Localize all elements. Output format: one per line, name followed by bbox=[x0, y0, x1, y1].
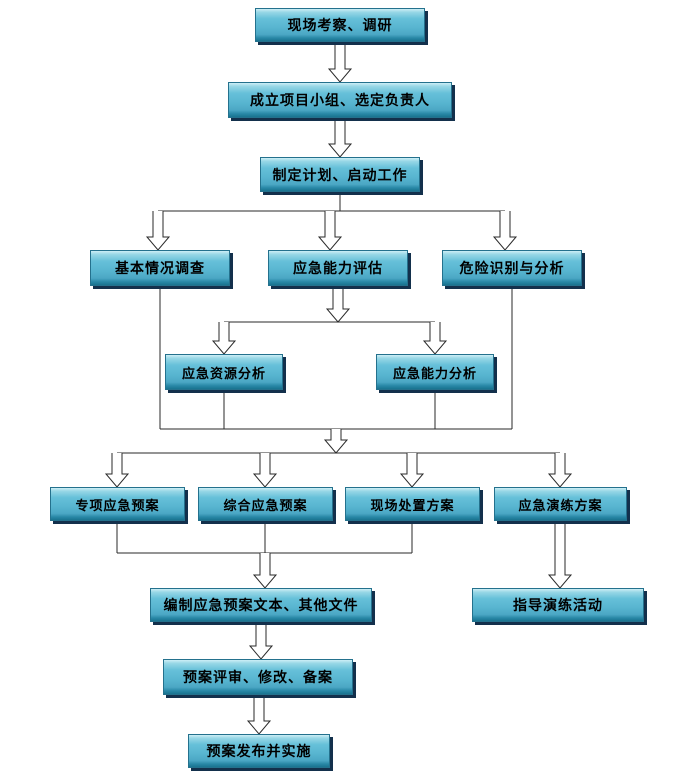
arrow-branch-to-hazard bbox=[492, 211, 518, 251]
node-plan: 制定计划、启动工作 bbox=[260, 157, 420, 192]
node-resource-analysis: 应急资源分析 bbox=[165, 354, 283, 390]
node-drill-plan: 应急演练方案 bbox=[494, 487, 627, 521]
arrow-branch-to-basic bbox=[145, 211, 171, 251]
node-team: 成立项目小组、选定负责人 bbox=[228, 82, 452, 118]
arrow-to-comprehensive bbox=[252, 453, 278, 488]
arrow-merge-to-compile bbox=[252, 553, 278, 589]
node-basic-survey: 基本情况调查 bbox=[90, 250, 230, 286]
arrow-to-special bbox=[104, 453, 130, 488]
arrow-to-drill bbox=[547, 453, 573, 488]
node-capability-eval: 应急能力评估 bbox=[268, 250, 408, 286]
node-guide-drill: 指导演练活动 bbox=[472, 588, 644, 622]
arrow-branch-to-resource bbox=[211, 322, 237, 355]
node-compile-docs: 编制应急预案文本、其他文件 bbox=[150, 588, 372, 622]
node-special-plan: 专项应急预案 bbox=[50, 487, 185, 521]
arrow-team-to-plan bbox=[327, 118, 353, 158]
node-hazard-identification: 危险识别与分析 bbox=[442, 250, 582, 286]
node-capability-analysis: 应急能力分析 bbox=[376, 354, 494, 390]
arrow-eval-to-branch bbox=[325, 286, 351, 323]
arrow-branch-to-eval bbox=[317, 211, 343, 251]
arrow-drill-to-guide bbox=[547, 521, 573, 589]
node-publish: 预案发布并实施 bbox=[188, 734, 330, 768]
node-survey: 现场考察、调研 bbox=[255, 8, 425, 42]
arrow-review-to-publish bbox=[246, 695, 272, 735]
arrow-collector-to-distributor bbox=[323, 429, 349, 454]
node-comprehensive-plan: 综合应急预案 bbox=[198, 487, 333, 521]
arrow-to-onsite bbox=[399, 453, 425, 488]
node-onsite-plan: 现场处置方案 bbox=[345, 487, 480, 521]
arrow-compile-to-review bbox=[248, 622, 274, 660]
arrow-survey-to-team bbox=[327, 42, 353, 83]
arrow-branch-to-capability bbox=[422, 322, 448, 355]
node-review: 预案评审、修改、备案 bbox=[163, 659, 353, 695]
